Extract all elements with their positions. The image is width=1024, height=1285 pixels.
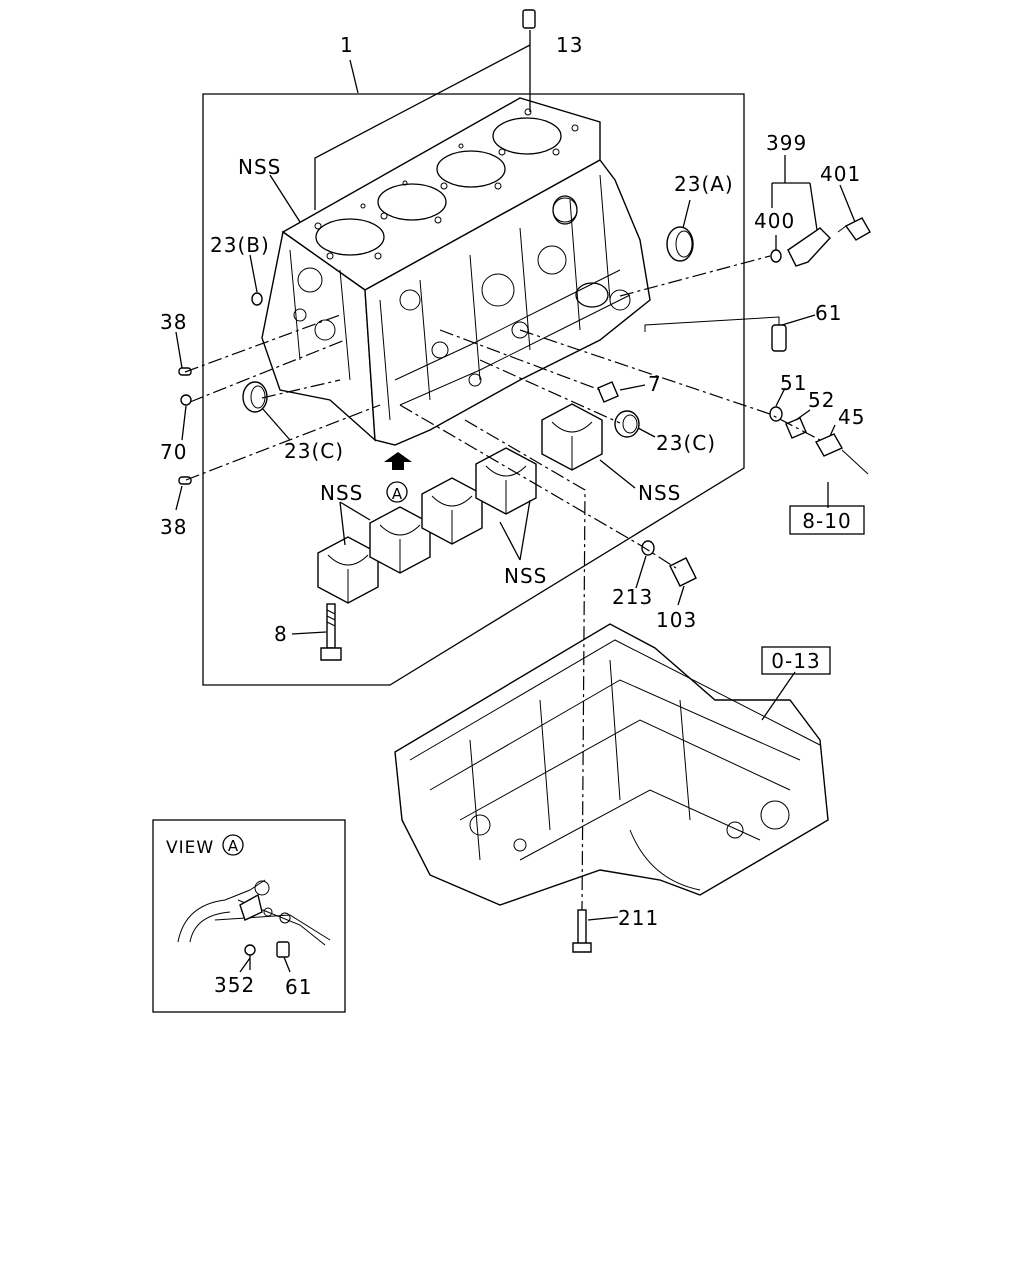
bolt-8	[320, 603, 342, 661]
label-38-bottom: 38	[160, 515, 187, 539]
label-38-top: 38	[160, 310, 187, 334]
view-a-title-circle: A	[228, 837, 239, 855]
label-61-main: 61	[815, 301, 842, 325]
label-23c-right: 23(C)	[656, 431, 716, 455]
ref-label-0-13: 0-13	[771, 649, 820, 673]
label-23c-left: 23(C)	[284, 439, 344, 463]
label-399: 399	[766, 131, 807, 155]
label-nss-top: NSS	[238, 155, 281, 179]
view-a-marker-label: A	[392, 485, 403, 503]
view-direction-arrow	[384, 452, 412, 470]
leader-lines	[175, 30, 856, 973]
bearing-caps	[317, 403, 603, 604]
view-a-marker-circle	[386, 481, 408, 503]
label-103: 103	[656, 608, 697, 632]
ref-box-8-10[interactable]	[789, 505, 865, 535]
label-23b: 23(B)	[210, 233, 270, 257]
cylinder-block-frame	[202, 93, 745, 686]
label-400: 400	[754, 209, 795, 233]
label-8: 8	[274, 622, 287, 646]
label-70: 70	[160, 440, 187, 464]
label-nss-bottom: NSS	[504, 564, 547, 588]
label-13: 13	[556, 33, 583, 57]
label-7: 7	[648, 372, 661, 396]
label-45: 45	[838, 405, 865, 429]
label-213: 213	[612, 585, 653, 609]
label-211: 211	[618, 906, 659, 930]
label-nss-right: NSS	[638, 481, 681, 505]
ref-box-0-13[interactable]	[761, 646, 831, 675]
view-a-title: VIEW	[166, 838, 214, 858]
label-52: 52	[808, 388, 835, 412]
view-a-inset: VIEW A	[152, 819, 346, 1013]
label-nss-left: NSS	[320, 481, 363, 505]
cylinder-block	[261, 97, 651, 446]
ref-label-8-10: 8-10	[802, 509, 851, 533]
lower-crankcase	[394, 623, 829, 906]
label-61-view: 61	[285, 975, 312, 999]
label-51: 51	[780, 371, 807, 395]
label-23a: 23(A)	[674, 172, 734, 196]
label-401: 401	[820, 162, 861, 186]
label-352: 352	[214, 973, 255, 997]
part-labels: 1 13 NSS 23(A) 23(B) 399 401 400 38 61 7…	[160, 33, 865, 999]
label-1: 1	[340, 33, 353, 57]
